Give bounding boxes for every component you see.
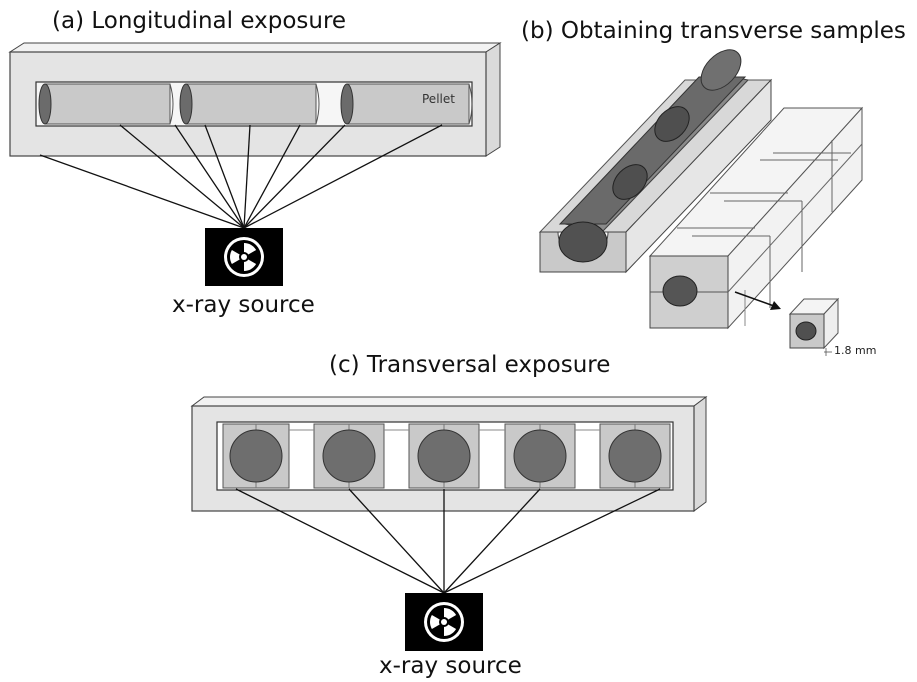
dimension-label: 1.8 mm	[834, 344, 877, 357]
panel-c-samples	[222, 423, 671, 489]
panel-a-beams	[39, 124, 443, 229]
panel-b-cube-sample	[788, 297, 840, 356]
panel-b-caption: (b) Obtaining transverse samples	[521, 18, 906, 44]
panel-c-beams	[235, 488, 661, 594]
panel-c-caption: (c) Transversal exposure	[329, 352, 611, 378]
panel-a-pellets	[38, 83, 473, 125]
panel-c-xray-source-icon	[405, 593, 483, 651]
panel-a-xray-source-icon	[205, 228, 283, 286]
panel-b-cut-arrow	[734, 291, 781, 310]
panel-b-grooved-bar	[538, 49, 773, 274]
panel-a-caption: (a) Longitudinal exposure	[52, 8, 347, 34]
pellet-label: Pellet	[422, 92, 455, 106]
panel-c-source-label: x-ray source	[379, 653, 522, 679]
panel-b-sliced-block	[648, 106, 864, 330]
panel-a-source-label: x-ray source	[172, 292, 315, 318]
